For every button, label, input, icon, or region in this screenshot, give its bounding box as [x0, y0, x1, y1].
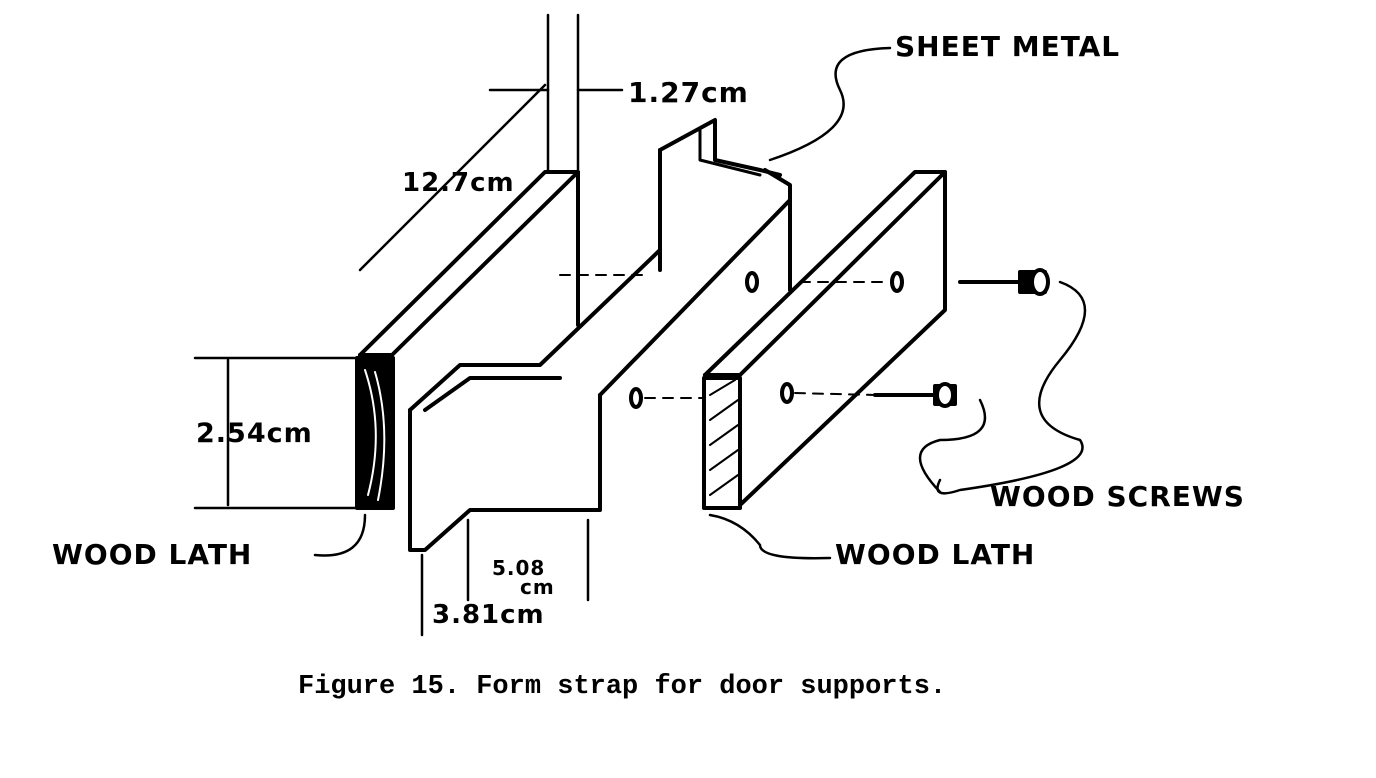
sheet-metal-strap — [408, 118, 792, 552]
width-dimension-label: 1.27cm — [628, 76, 749, 109]
right-wood-lath — [629, 170, 947, 510]
dimension-lines — [193, 13, 624, 637]
left-wood-lath — [355, 170, 580, 510]
figure-caption: Figure 15. Form strap for door supports. — [298, 672, 947, 702]
length-dimension-label: 12.7cm — [402, 168, 515, 198]
wood-screws-label: WOOD SCREWS — [990, 480, 1245, 513]
height-dimension-label: 2.54cm — [196, 418, 313, 449]
bottom-dimension-label: 3.81cm — [432, 600, 545, 630]
wood-lath-right-label: WOOD LATH — [835, 538, 1036, 571]
leader-lines — [313, 46, 1087, 560]
offset-dimension-label: 5.08 — [492, 556, 546, 580]
wood-lath-left-label: WOOD LATH — [52, 538, 253, 571]
wood-screws — [559, 268, 1050, 408]
offset-unit-label: cm — [520, 575, 555, 599]
sheet-metal-label: SHEET METAL — [895, 30, 1121, 63]
